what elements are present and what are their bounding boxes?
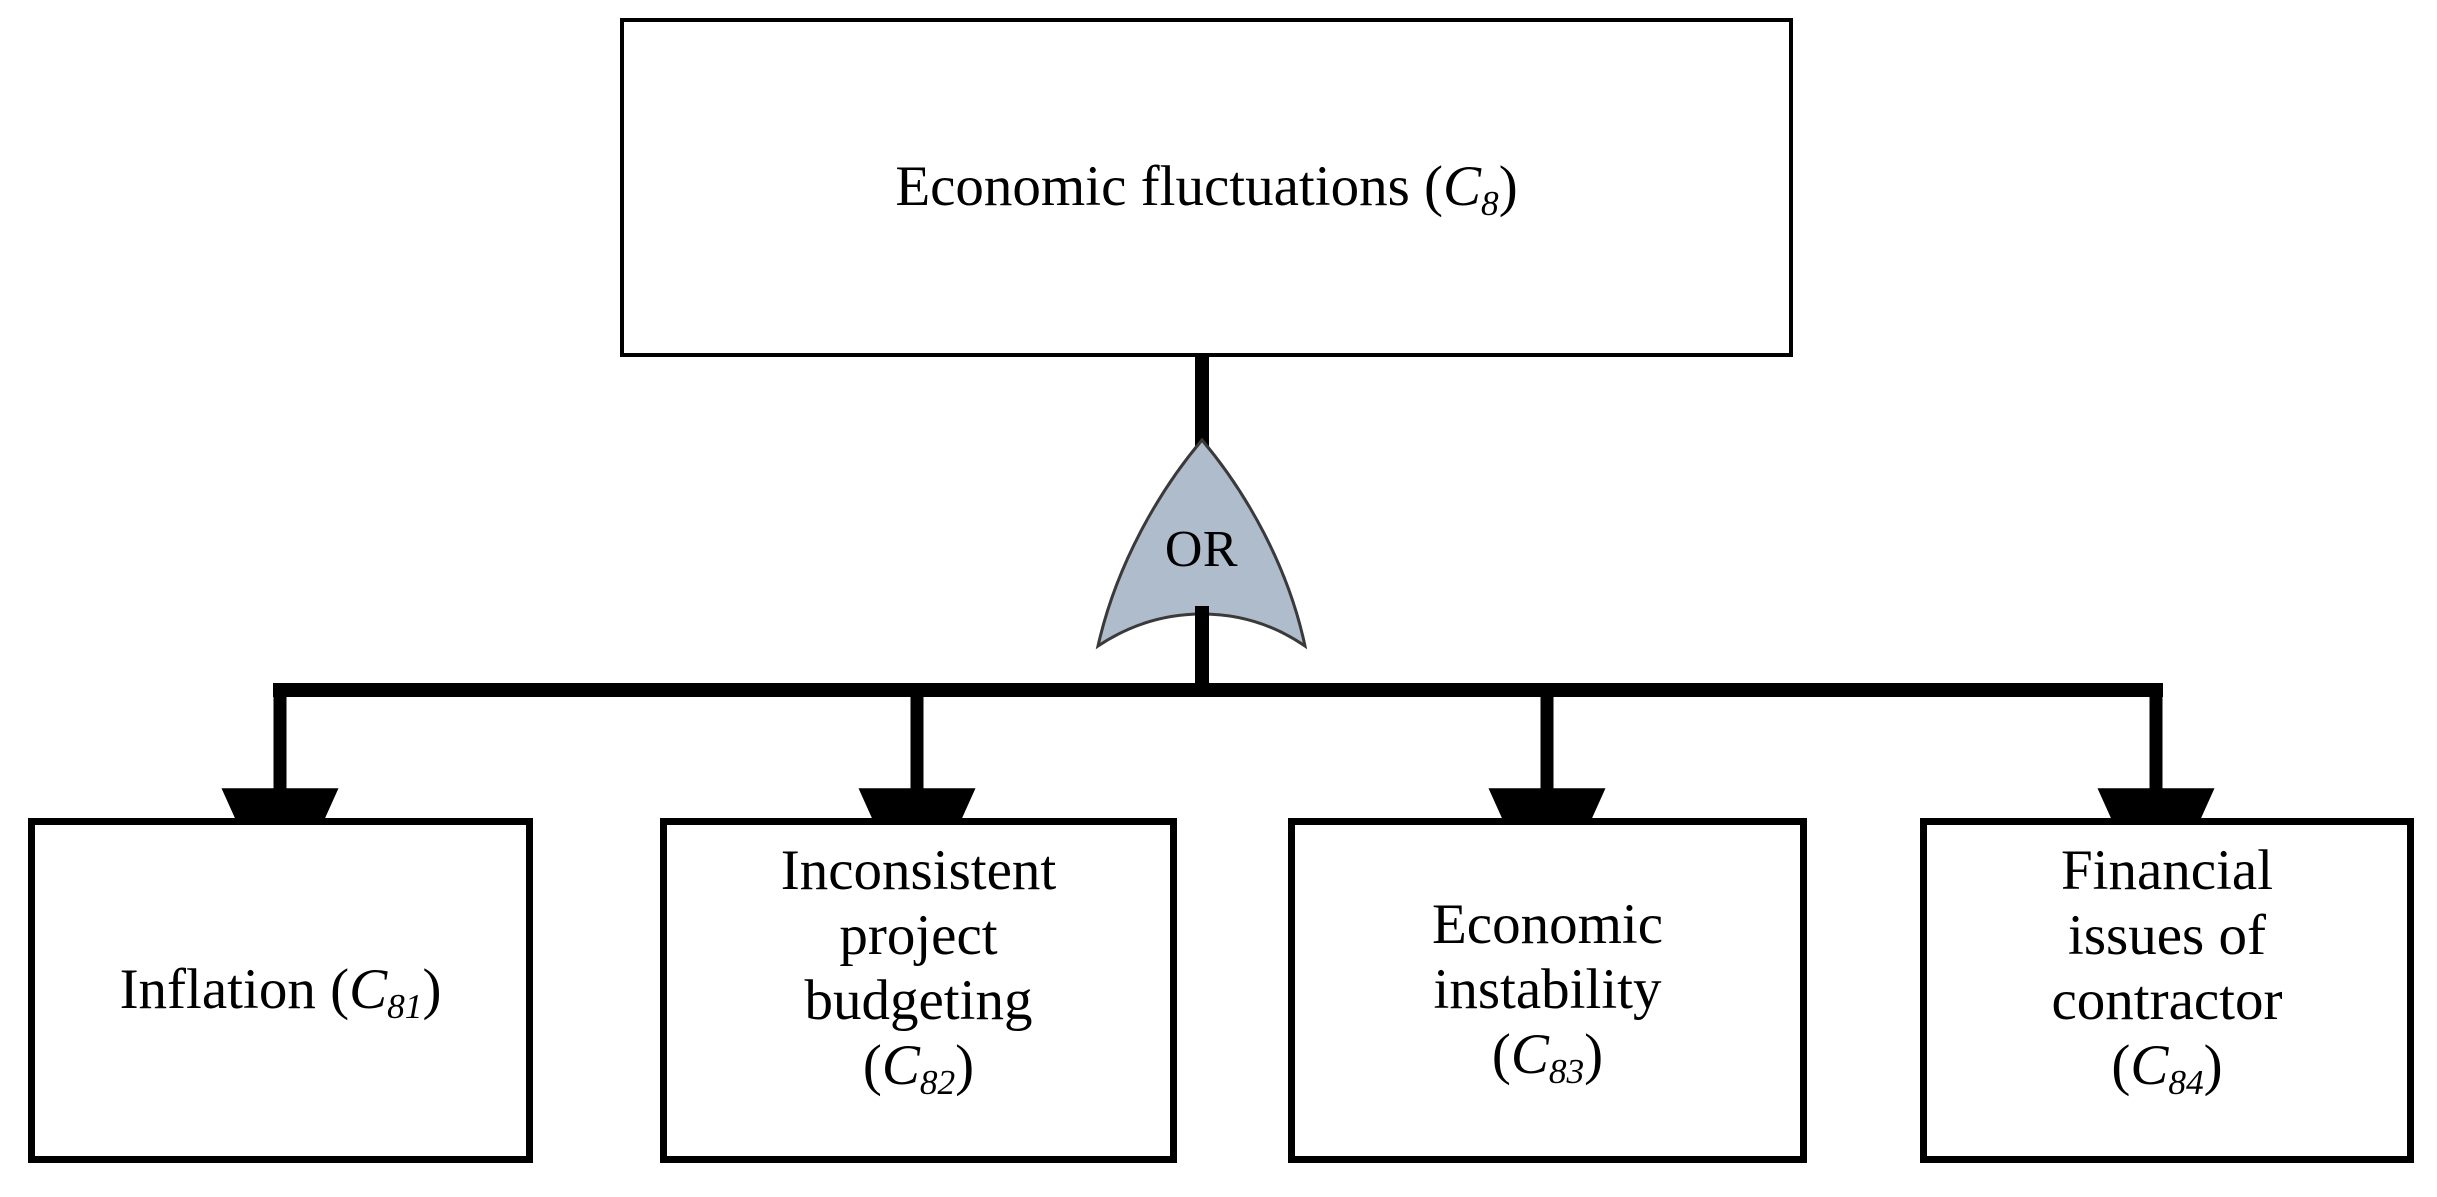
- leaf-box-c83[interactable]: Economic instability (C83): [1288, 818, 1807, 1163]
- leaf-label-c84: Financial issues of contractor (C84): [2051, 839, 2283, 1102]
- leaf-code-c82: C82: [881, 1033, 956, 1102]
- leaf-code-c84: C84: [2130, 1033, 2204, 1102]
- leaf-code-c83: C83: [1510, 1022, 1585, 1091]
- leaf-label-c83: Economic instability (C83): [1431, 893, 1664, 1091]
- leaf-label-c81: Inflation (C81): [119, 958, 442, 1026]
- leaf-label-c82: Inconsistent project budgeting (C82): [780, 839, 1057, 1102]
- leaf-box-c84[interactable]: Financial issues of contractor (C84): [1920, 818, 2414, 1163]
- leaf-box-c81[interactable]: Inflation (C81): [28, 818, 533, 1163]
- top-event-box[interactable]: Economic fluctuations (C8): [620, 18, 1793, 357]
- top-event-code: C8: [1443, 155, 1499, 223]
- leaf-code-c81: C81: [349, 958, 423, 1026]
- or-gate-label[interactable]: OR: [1164, 521, 1239, 578]
- top-event-label: Economic fluctuations (C8): [895, 155, 1518, 223]
- leaf-box-c82[interactable]: Inconsistent project budgeting (C82): [660, 818, 1177, 1163]
